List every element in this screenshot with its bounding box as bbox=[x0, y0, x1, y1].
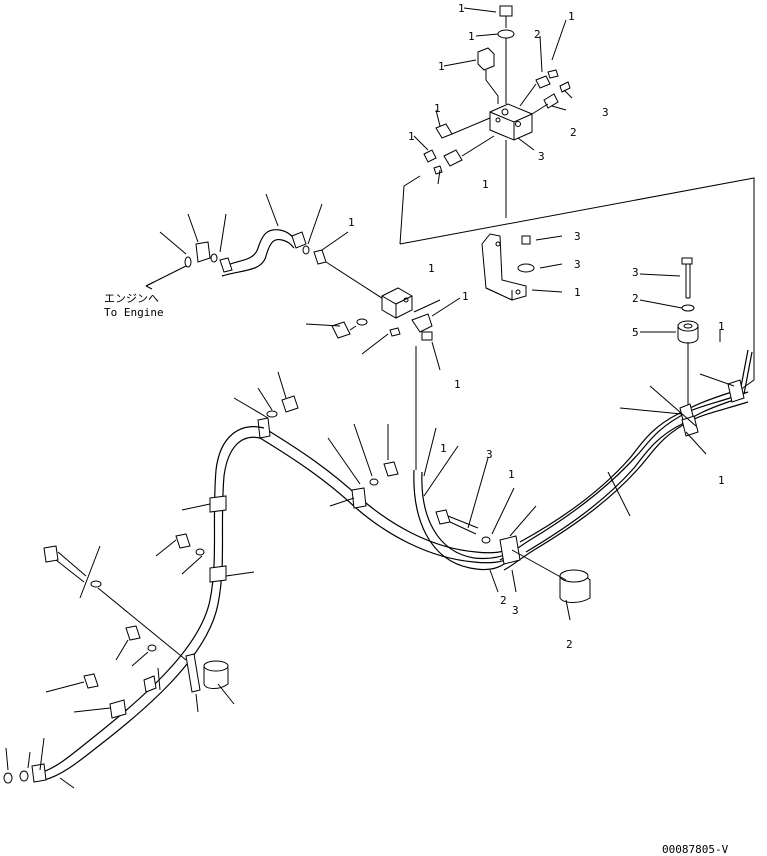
engine-hose: 1 bbox=[145, 193, 389, 303]
svg-text:2: 2 bbox=[566, 638, 573, 651]
main-hose-run bbox=[3, 349, 753, 784]
svg-text:2: 2 bbox=[570, 126, 577, 139]
svg-text:3: 3 bbox=[602, 106, 609, 119]
svg-text:3: 3 bbox=[632, 266, 639, 279]
clamp-fitting: 1 1 1 bbox=[305, 262, 469, 470]
hose-small-parts bbox=[43, 395, 591, 693]
engine-caption-en: To Engine bbox=[104, 306, 164, 319]
svg-text:1: 1 bbox=[458, 2, 465, 15]
svg-text:3: 3 bbox=[486, 448, 493, 461]
svg-text:3: 3 bbox=[574, 230, 581, 243]
engine-caption-jp: エンジンへ bbox=[104, 292, 159, 305]
svg-text:1: 1 bbox=[440, 442, 447, 455]
svg-text:1: 1 bbox=[508, 468, 515, 481]
svg-text:1: 1 bbox=[462, 290, 469, 303]
svg-text:2: 2 bbox=[534, 28, 541, 41]
drawing-number: 00087805-V bbox=[662, 843, 729, 856]
svg-text:1: 1 bbox=[438, 60, 445, 73]
bracket-assembly: 3 3 1 bbox=[481, 230, 581, 301]
svg-text:3: 3 bbox=[512, 604, 519, 617]
svg-text:1: 1 bbox=[718, 474, 725, 487]
svg-text:2: 2 bbox=[500, 594, 507, 607]
svg-text:1: 1 bbox=[454, 378, 461, 391]
svg-text:1: 1 bbox=[482, 178, 489, 191]
svg-text:1: 1 bbox=[428, 262, 435, 275]
svg-text:5: 5 bbox=[632, 326, 639, 339]
svg-text:1: 1 bbox=[434, 102, 441, 115]
right-spacer-stack: 3 2 5 1 bbox=[632, 257, 725, 410]
svg-text:2: 2 bbox=[632, 292, 639, 305]
top-fitting-assembly: 1 1 1 1 2 3 2 3 1 1 1 bbox=[399, 2, 755, 391]
svg-text:1: 1 bbox=[718, 320, 725, 333]
svg-text:1: 1 bbox=[568, 10, 575, 23]
svg-text:3: 3 bbox=[538, 150, 545, 163]
svg-text:3: 3 bbox=[574, 258, 581, 271]
svg-text:1: 1 bbox=[468, 30, 475, 43]
hose-callouts: 1 3 1 2 3 2 1 bbox=[5, 371, 735, 789]
svg-text:1: 1 bbox=[408, 130, 415, 143]
svg-text:1: 1 bbox=[348, 216, 355, 229]
svg-text:1: 1 bbox=[574, 286, 581, 299]
